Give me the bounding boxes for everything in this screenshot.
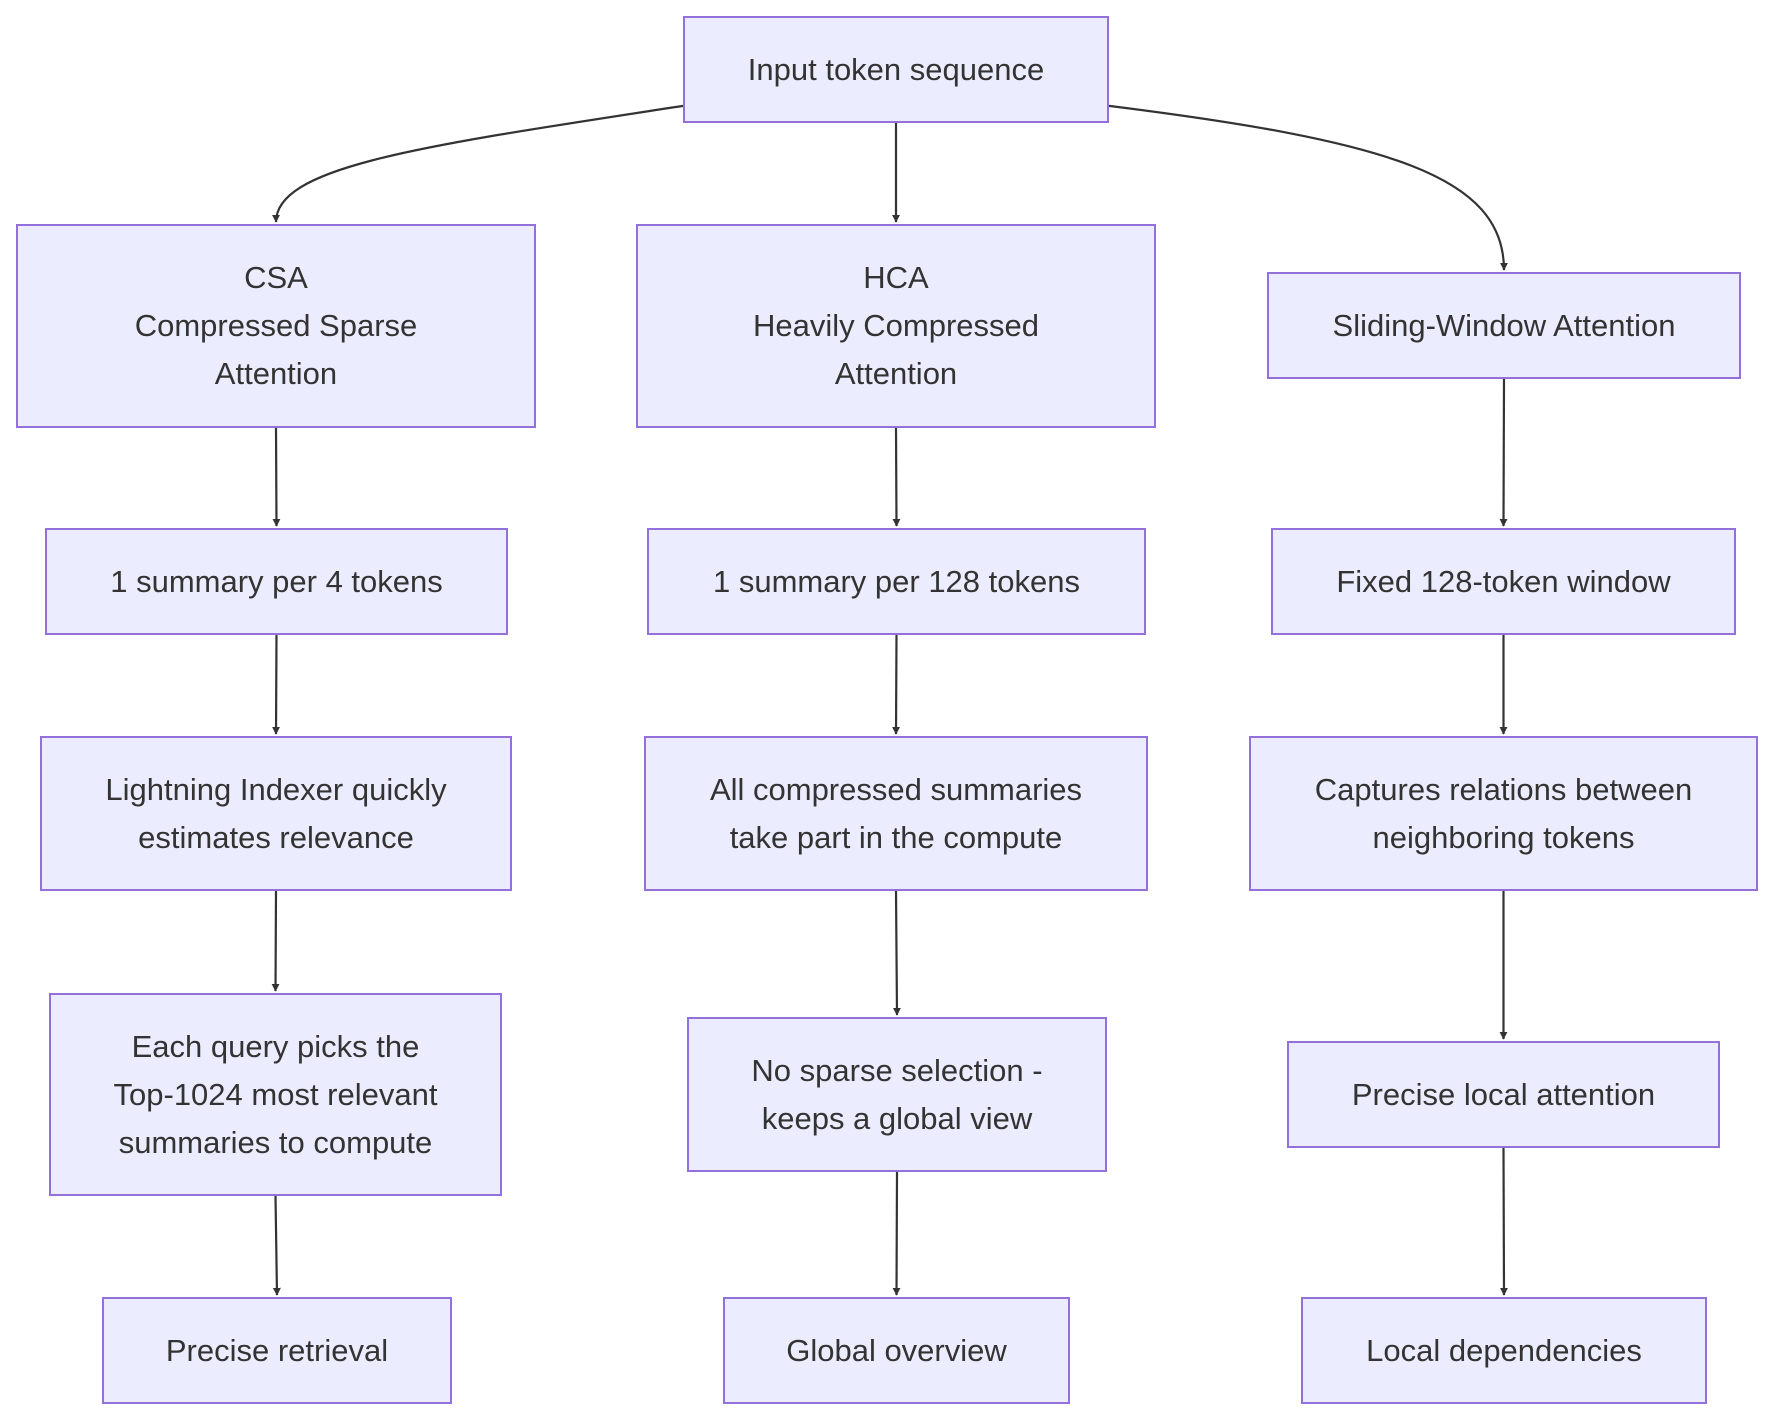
node-csa-summary-rate: 1 summary per 4 tokens [45,528,508,635]
node-swa-neighbor-relations: Captures relations between neighboring to… [1249,736,1758,891]
edge-hca_2-to-hca_3 [892,890,901,1016]
node-label: Lightning Indexer quickly estimates relev… [105,766,446,862]
node-label-line: Each query picks the [131,1028,420,1064]
node-label-line: summaries to compute [118,1124,433,1160]
node-label-line: Compressed Sparse [134,308,418,343]
node-label-line: Fixed 128-token window [1336,563,1671,599]
node-label: Global overview [786,1327,1007,1375]
edge-csa_3-to-csa_4 [272,1195,281,1296]
node-hca-global-overview: Global overview [723,1297,1070,1404]
edge-csa_1-to-csa_2 [272,634,281,735]
edge-swa_3-to-swa_4 [1499,1147,1508,1296]
node-label: Sliding-Window Attention [1333,302,1676,350]
node-swa-fixed-window: Fixed 128-token window [1271,528,1736,635]
node-csa-lightning-indexer: Lightning Indexer quickly estimates relev… [40,736,512,891]
node-label-line: No sparse selection - [751,1052,1043,1088]
node-label: No sparse selection - keeps a global view [751,1047,1042,1143]
node-label-line: Precise local attention [1351,1076,1656,1112]
edge-input-to-swa [1108,104,1508,271]
edge-input-to-csa [272,104,684,223]
node-label: Captures relations between neighboring to… [1315,766,1692,862]
node-label-line: Local dependencies [1366,1332,1642,1368]
node-hca-all-summaries: All compressed summaries take part in the… [644,736,1148,891]
node-label-line: CSA [244,260,308,295]
node-label-line: Input token sequence [747,51,1045,87]
edge-hca_1-to-hca_2 [892,634,901,735]
node-sliding-window-attention: Sliding-Window Attention [1267,272,1741,379]
node-label-line: 1 summary per 4 tokens [110,563,443,599]
node-csa-precise-retrieval: Precise retrieval [102,1297,452,1404]
node-label-line: Lightning Indexer quickly [105,771,447,807]
node-hca-summary-rate: 1 summary per 128 tokens [647,528,1146,635]
node-label-line: Attention [214,356,338,391]
node-label: Precise local attention [1352,1071,1655,1119]
edge-csa-to-csa_1 [272,427,281,527]
node-label: 1 summary per 4 tokens [110,558,443,606]
edge-csa_2-to-csa_3 [271,890,280,992]
node-label: 1 summary per 128 tokens [713,558,1080,606]
node-label-line: All compressed summaries [709,771,1083,807]
edge-swa-to-swa_1 [1499,378,1508,527]
node-label-line: take part in the compute [729,819,1063,855]
node-swa-precise-local: Precise local attention [1287,1041,1720,1148]
node-swa-local-dependencies: Local dependencies [1301,1297,1707,1404]
node-label-line: keeps a global view [761,1100,1033,1136]
node-label-line: HCA [863,260,929,295]
edge-hca-to-hca_1 [892,427,901,527]
node-label: Fixed 128-token window [1336,558,1670,606]
node-label-line: neighboring tokens [1372,819,1635,855]
node-label-line: Top-1024 most relevant [113,1076,438,1112]
node-label-line: Global overview [786,1332,1007,1368]
node-label: All compressed summaries take part in the… [710,766,1082,862]
edge-hca_3-to-hca_4 [892,1171,901,1296]
node-hca-no-sparse-selection: No sparse selection - keeps a global view [687,1017,1107,1172]
node-label-line: estimates relevance [138,819,414,855]
node-label: Input token sequence [748,46,1044,94]
node-label-line: Attention [834,356,958,391]
node-label: Precise retrieval [166,1327,388,1375]
node-label-line: 1 summary per 128 tokens [712,563,1080,599]
node-label-line: Heavily Compressed [753,308,1039,343]
node-label-line: Captures relations between [1314,771,1693,807]
node-label-line: Sliding-Window Attention [1332,307,1676,343]
node-label-line: Precise retrieval [165,1332,389,1368]
node-label: Local dependencies [1366,1327,1642,1375]
node-input-token-sequence: Input token sequence [683,16,1109,123]
